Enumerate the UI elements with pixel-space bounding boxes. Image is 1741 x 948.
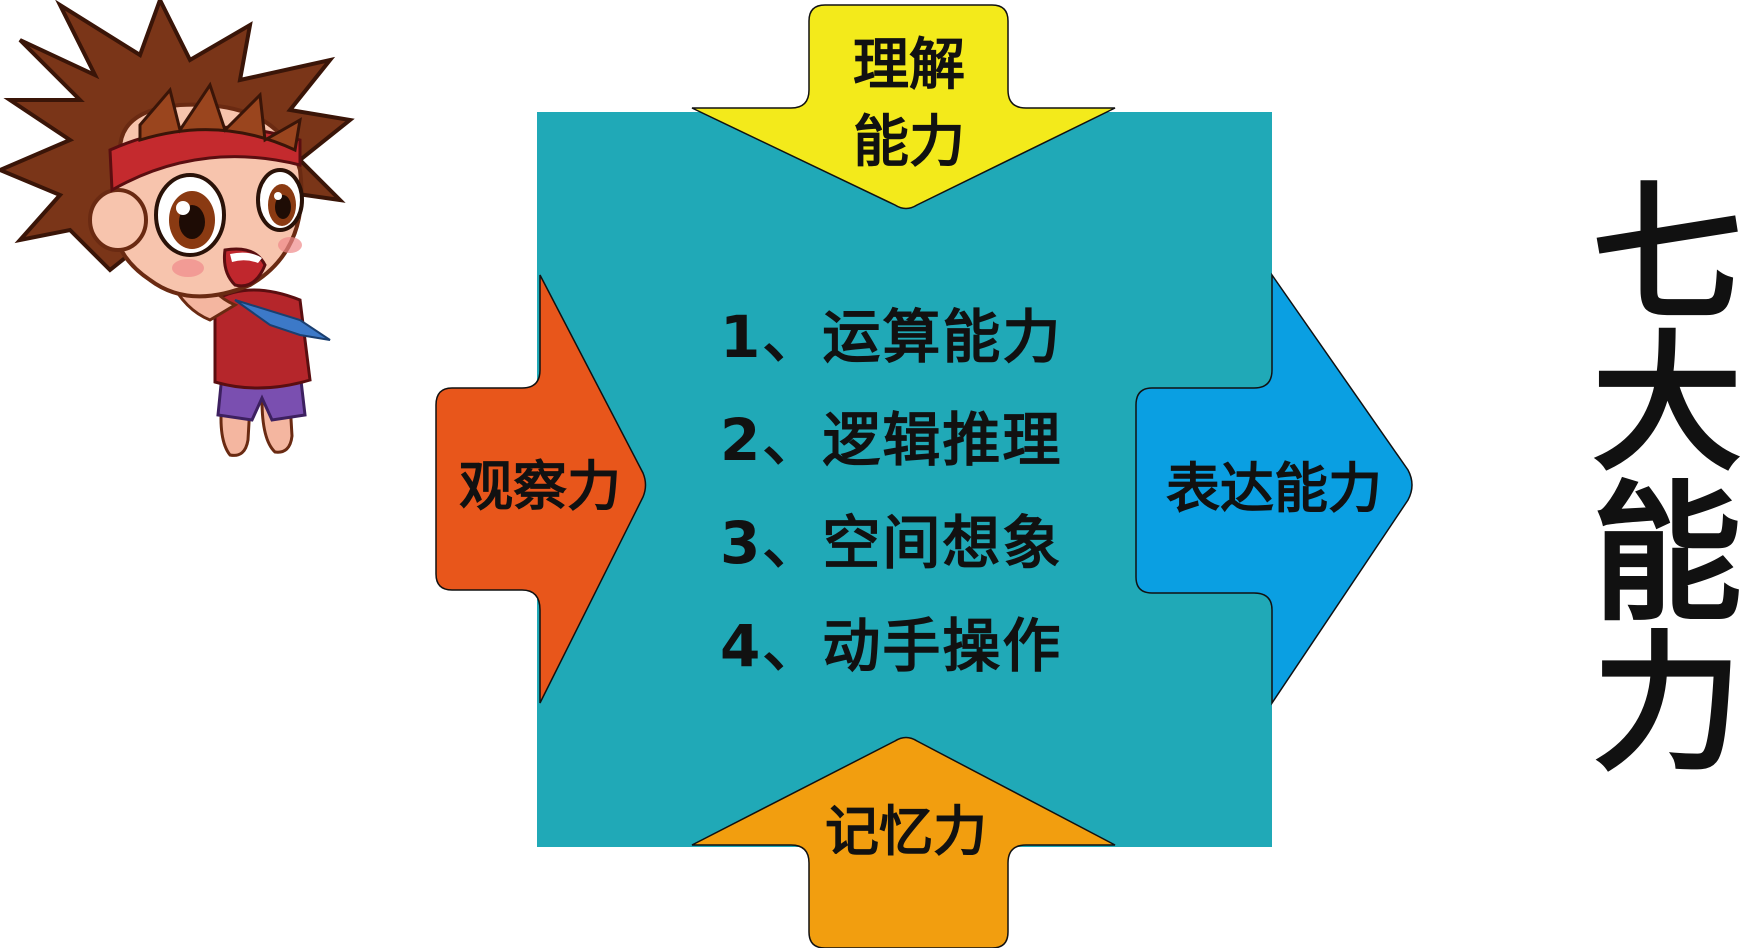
vertical-title-char: 七 [1592, 168, 1741, 342]
center-list-item: 3、空间想象 [720, 509, 1063, 577]
center-list-item: 4、动手操作 [720, 612, 1063, 680]
vertical-title-char: 能 [1592, 468, 1741, 642]
left-arrow-label: 观察力 [459, 455, 621, 518]
vertical-title-char: 大 [1592, 318, 1741, 492]
bottom-arrow-shape [691, 736, 1116, 948]
right-arrow-label: 表达能力 [1166, 457, 1382, 520]
center-list-item: 2、逻辑推理 [720, 406, 1063, 474]
vertical-title-char: 力 [1592, 618, 1741, 792]
cartoon-boy-mascot-icon [0, 0, 355, 457]
top-arrow-label-line1: 理解 [853, 33, 965, 98]
bottom-arrow-label: 记忆力 [825, 800, 987, 863]
center-list-item: 1、运算能力 [720, 303, 1063, 371]
right-arrow-shape [1135, 272, 1413, 706]
top-arrow-label-line2: 能力 [853, 110, 965, 175]
left-arrow-shape [435, 274, 647, 704]
top-arrow-shape [691, 4, 1116, 210]
